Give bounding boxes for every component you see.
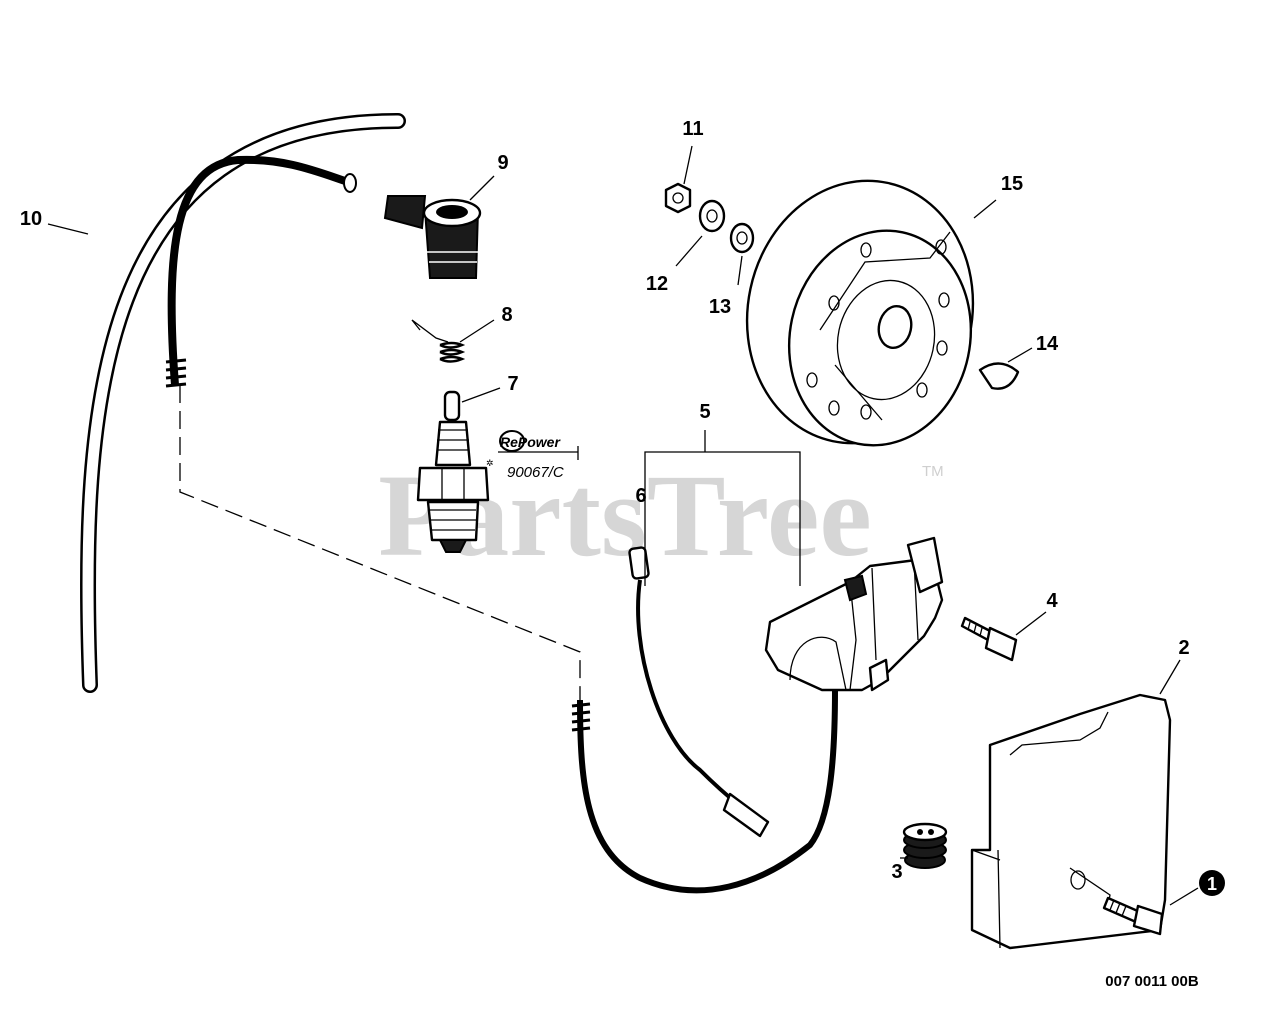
- part-5-ignition-coil[interactable]: [764, 536, 944, 692]
- part-13-lock-washer[interactable]: [729, 222, 755, 254]
- callout-10[interactable]: 10: [20, 208, 42, 230]
- part-4-screw[interactable]: [960, 616, 1018, 662]
- callout-5[interactable]: 5: [699, 401, 710, 423]
- callout-4[interactable]: 4: [1046, 590, 1058, 612]
- leader-lines: [47, 145, 1199, 906]
- callout-6[interactable]: 6: [635, 485, 646, 507]
- callout-8[interactable]: 8: [501, 304, 512, 326]
- part-11-nut[interactable]: [664, 182, 692, 214]
- part-7-spark-plug[interactable]: [416, 390, 490, 553]
- callout-3[interactable]: 3: [891, 861, 902, 883]
- part-10-tube[interactable]: [79, 112, 406, 693]
- part-9-plug-boot[interactable]: [383, 195, 482, 279]
- part-8-spring-clip[interactable]: [411, 319, 466, 363]
- ignition-lead-lower: [571, 689, 838, 894]
- part-3-grommet[interactable]: [902, 822, 948, 869]
- callout-7[interactable]: 7: [507, 373, 518, 395]
- callout-15[interactable]: 15: [1001, 173, 1023, 195]
- callout-11[interactable]: 11: [682, 118, 703, 140]
- callout-9[interactable]: 9: [497, 152, 508, 174]
- repower-part-number: 90067/C: [507, 464, 564, 481]
- part-15-flywheel[interactable]: [723, 160, 997, 465]
- callout-2[interactable]: 2: [1178, 637, 1189, 659]
- callout-1-marker: [1199, 870, 1225, 896]
- part-6-ground-wire[interactable]: [628, 546, 770, 838]
- watermark-tm: TM: [922, 463, 944, 480]
- callout-1[interactable]: 1: [1207, 874, 1217, 894]
- flame-icon: ✲: [486, 458, 494, 468]
- callout-12[interactable]: 12: [646, 273, 668, 295]
- figure-code: 007 0011 00B: [1105, 973, 1199, 990]
- routing-dash-line: [179, 385, 581, 700]
- callout-13[interactable]: 13: [709, 296, 731, 318]
- part-1-screw[interactable]: [1102, 896, 1164, 936]
- part-12-washer[interactable]: [698, 199, 726, 233]
- repower-logo: RePower: [500, 434, 561, 450]
- repower-badge: RePower ✲ 90067/C: [486, 430, 579, 481]
- callout-14[interactable]: 14: [1036, 333, 1059, 355]
- ignition-lead-upper: [165, 155, 357, 388]
- part-14-key[interactable]: [978, 362, 1020, 390]
